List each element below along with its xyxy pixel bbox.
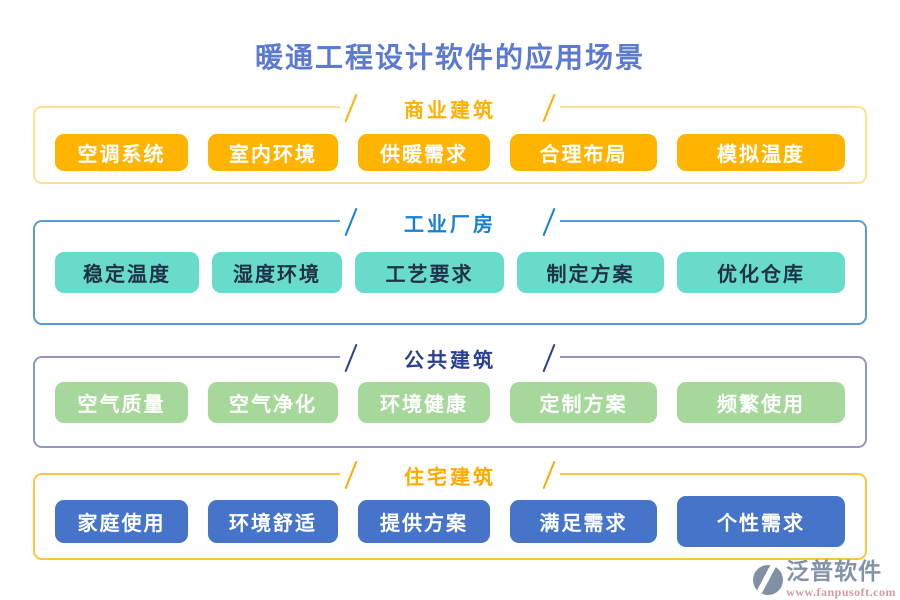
section-public-buildings: 公共建筑 空气质量 空气净化 环境健康 定制方案 频繁使用 [33, 340, 867, 448]
tag-row: 空调系统 室内环境 供暖需求 合理布局 模拟温度 [35, 122, 865, 182]
tag-pill: 稳定温度 [55, 252, 199, 293]
tag-pill: 空气净化 [208, 381, 338, 423]
slash-right-icon [542, 93, 556, 123]
tag-pill: 定制方案 [510, 381, 657, 423]
section-commercial-buildings: 商业建筑 空调系统 室内环境 供暖需求 合理布局 模拟温度 [33, 90, 867, 184]
watermark-text: 泛普软件 www.fanpusoft.com [786, 560, 896, 598]
slash-left-icon [344, 93, 358, 123]
tag-pill: 提供方案 [358, 500, 490, 543]
tag-pill: 模拟温度 [677, 133, 845, 171]
section-header: 商业建筑 [340, 90, 560, 126]
tag-pill: 合理布局 [510, 133, 657, 171]
tag-pill: 供暖需求 [358, 133, 490, 171]
tag-pill: 空调系统 [55, 133, 188, 171]
tag-row: 空气质量 空气净化 环境健康 定制方案 频繁使用 [35, 358, 865, 446]
section-industrial-plants: 工业厂房 稳定温度 湿度环境 工艺要求 制定方案 优化仓库 [33, 204, 867, 325]
section-label: 工业厂房 [404, 213, 496, 236]
slash-left-icon [344, 207, 358, 237]
tag-row: 稳定温度 湿度环境 工艺要求 制定方案 优化仓库 [35, 222, 865, 323]
tag-pill: 室内环境 [208, 133, 338, 171]
page-title: 暖通工程设计软件的应用场景 [254, 43, 645, 74]
section-residential-buildings: 住宅建筑 家庭使用 环境舒适 提供方案 满足需求 个性需求 [33, 457, 867, 560]
tag-pill: 工艺要求 [355, 252, 504, 293]
tag-row: 家庭使用 环境舒适 提供方案 满足需求 个性需求 [35, 485, 865, 558]
tag-pill: 制定方案 [517, 252, 664, 293]
tag-pill: 环境健康 [358, 381, 490, 423]
tag-pill: 频繁使用 [677, 381, 845, 423]
section-header: 工业厂房 [340, 204, 560, 240]
section-label: 住宅建筑 [404, 466, 496, 489]
section-label: 公共建筑 [404, 349, 496, 372]
slash-right-icon [542, 207, 556, 237]
tag-pill: 空气质量 [55, 381, 188, 423]
fanpu-logo-icon [753, 565, 784, 595]
tag-pill: 优化仓库 [677, 252, 845, 293]
slash-right-icon [542, 460, 556, 490]
section-header: 住宅建筑 [340, 457, 560, 493]
tag-pill: 个性需求 [677, 496, 845, 547]
slash-left-icon [344, 343, 358, 373]
section-label: 商业建筑 [404, 99, 496, 122]
tag-pill: 满足需求 [510, 500, 657, 543]
tag-pill: 环境舒适 [208, 500, 338, 543]
section-header: 公共建筑 [340, 340, 560, 376]
tag-pill: 家庭使用 [55, 500, 188, 543]
watermark: 泛普软件 www.fanpusoft.com [753, 560, 896, 598]
slash-right-icon [542, 343, 556, 373]
watermark-brand: 泛普软件 [786, 559, 883, 584]
slash-left-icon [344, 460, 358, 490]
tag-pill: 湿度环境 [212, 252, 342, 293]
watermark-url: www.fanpusoft.com [786, 585, 896, 599]
